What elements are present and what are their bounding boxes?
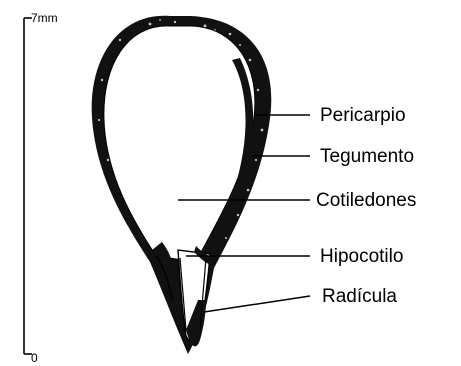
label-radicula: Radícula [322,286,397,307]
label-hipocotilo: Hipocotilo [320,246,403,267]
label-tegumento: Tegumento [320,146,414,167]
label-cotiledones: Cotiledones [316,190,416,211]
part-labels: Pericarpio Tegumento Cotiledones Hipocot… [316,105,416,307]
scale-bottom-label: 0 [31,351,38,365]
scale-top-label: 7mm [31,11,58,25]
seed-illustration [92,16,272,354]
leader-radicula [204,296,310,312]
scale-bar: 7mm 0 [24,11,58,365]
label-pericarpio: Pericarpio [320,105,406,126]
